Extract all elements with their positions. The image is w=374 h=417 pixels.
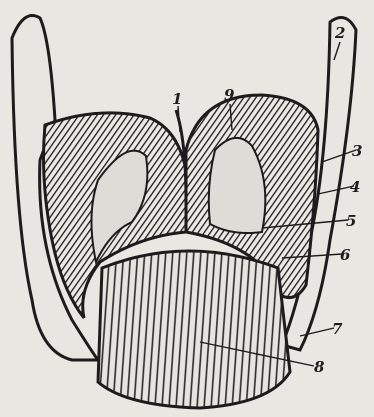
label-3: 3 xyxy=(352,142,362,160)
label-1: 1 xyxy=(172,90,182,108)
label-8: 8 xyxy=(314,358,325,376)
label-5: 5 xyxy=(346,212,356,230)
label-6: 6 xyxy=(340,246,351,264)
label-2: 2 xyxy=(334,24,345,42)
lower-block xyxy=(98,251,290,408)
label-4: 4 xyxy=(350,178,360,196)
label-9: 9 xyxy=(224,86,235,104)
label-7: 7 xyxy=(332,320,343,338)
